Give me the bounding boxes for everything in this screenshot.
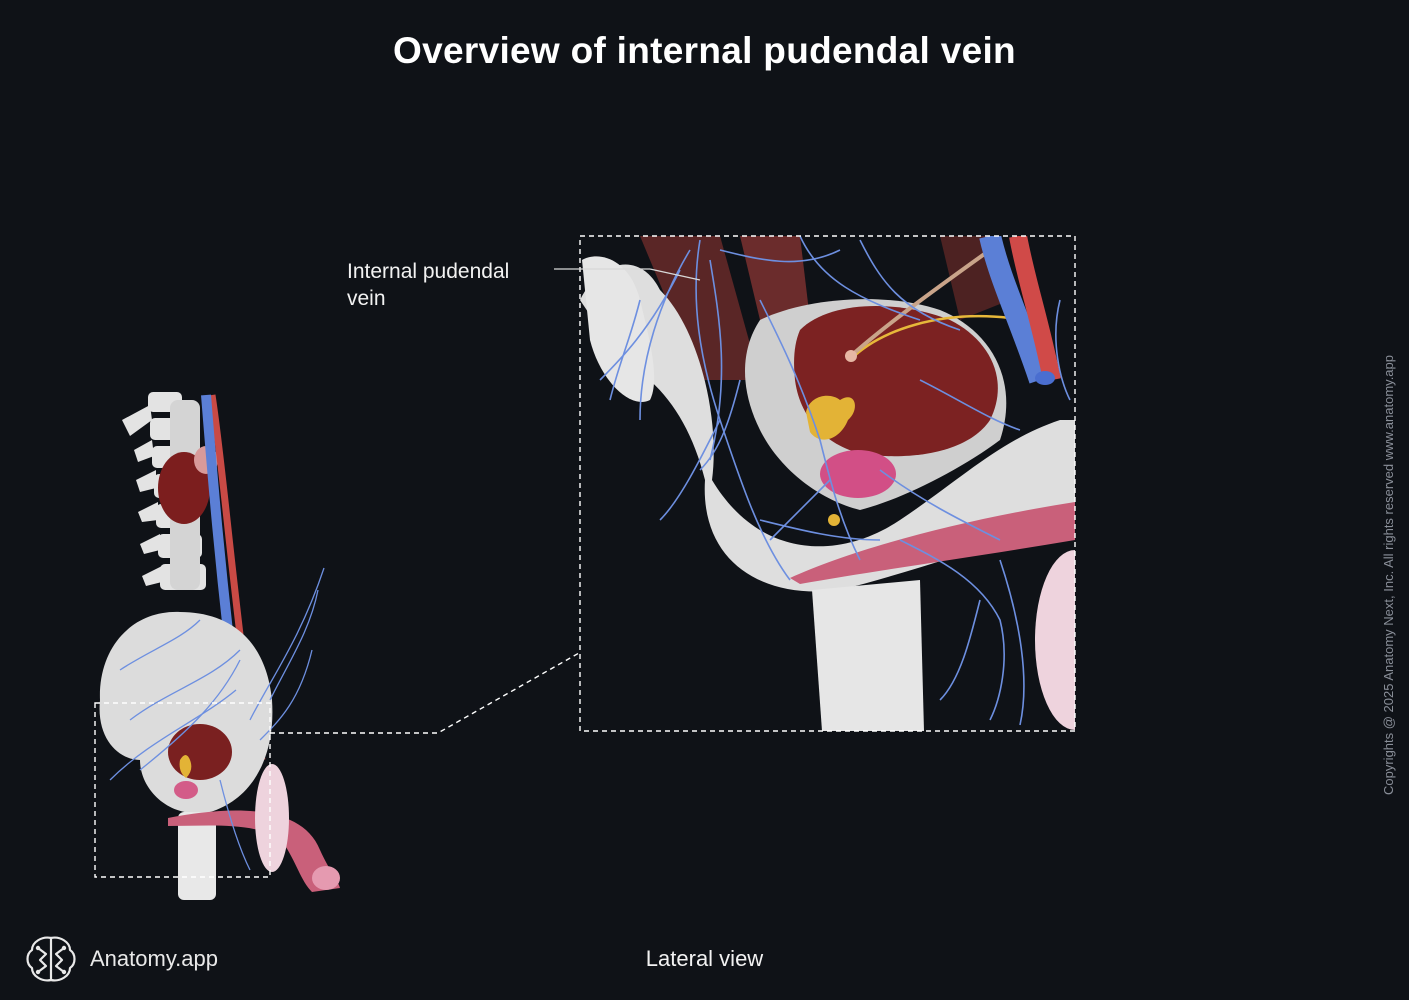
penis-zoom (790, 502, 1075, 584)
scrotum (255, 764, 289, 872)
label-line-2: vein (347, 287, 386, 310)
scrotum-zoom (1035, 550, 1075, 730)
label-internal-pudendal-vein: Internal pudendal vein (347, 258, 509, 312)
brand-name: Anatomy.app (90, 946, 219, 971)
brand-logo: Anatomy.app (24, 934, 218, 984)
prostate (820, 450, 896, 498)
zoom-illustration (580, 236, 1075, 731)
pelvic-bone (580, 264, 1075, 592)
seminal-vesicle (806, 395, 855, 440)
zoom-frame (579, 235, 1076, 732)
femur-zoom (812, 580, 924, 731)
penis (168, 810, 340, 892)
page-title: Overview of internal pudendal vein (393, 30, 1016, 71)
overview-selection-box (94, 702, 271, 878)
overview-illustration (94, 392, 340, 900)
brain-logo-icon (26, 936, 76, 982)
kidney (158, 452, 210, 524)
copyright-notice: Copyrights @ 2025 Anatomy Next, Inc. All… (1381, 355, 1396, 795)
femur (178, 812, 216, 900)
iliac-vein (979, 236, 1051, 384)
bladder (168, 724, 232, 780)
view-caption: Lateral view (645, 946, 764, 971)
zoom-connector (270, 652, 580, 734)
iliac-artery (1009, 236, 1061, 382)
label-line-1: Internal pudendal (347, 260, 510, 283)
venous-plexus (599, 236, 1071, 726)
